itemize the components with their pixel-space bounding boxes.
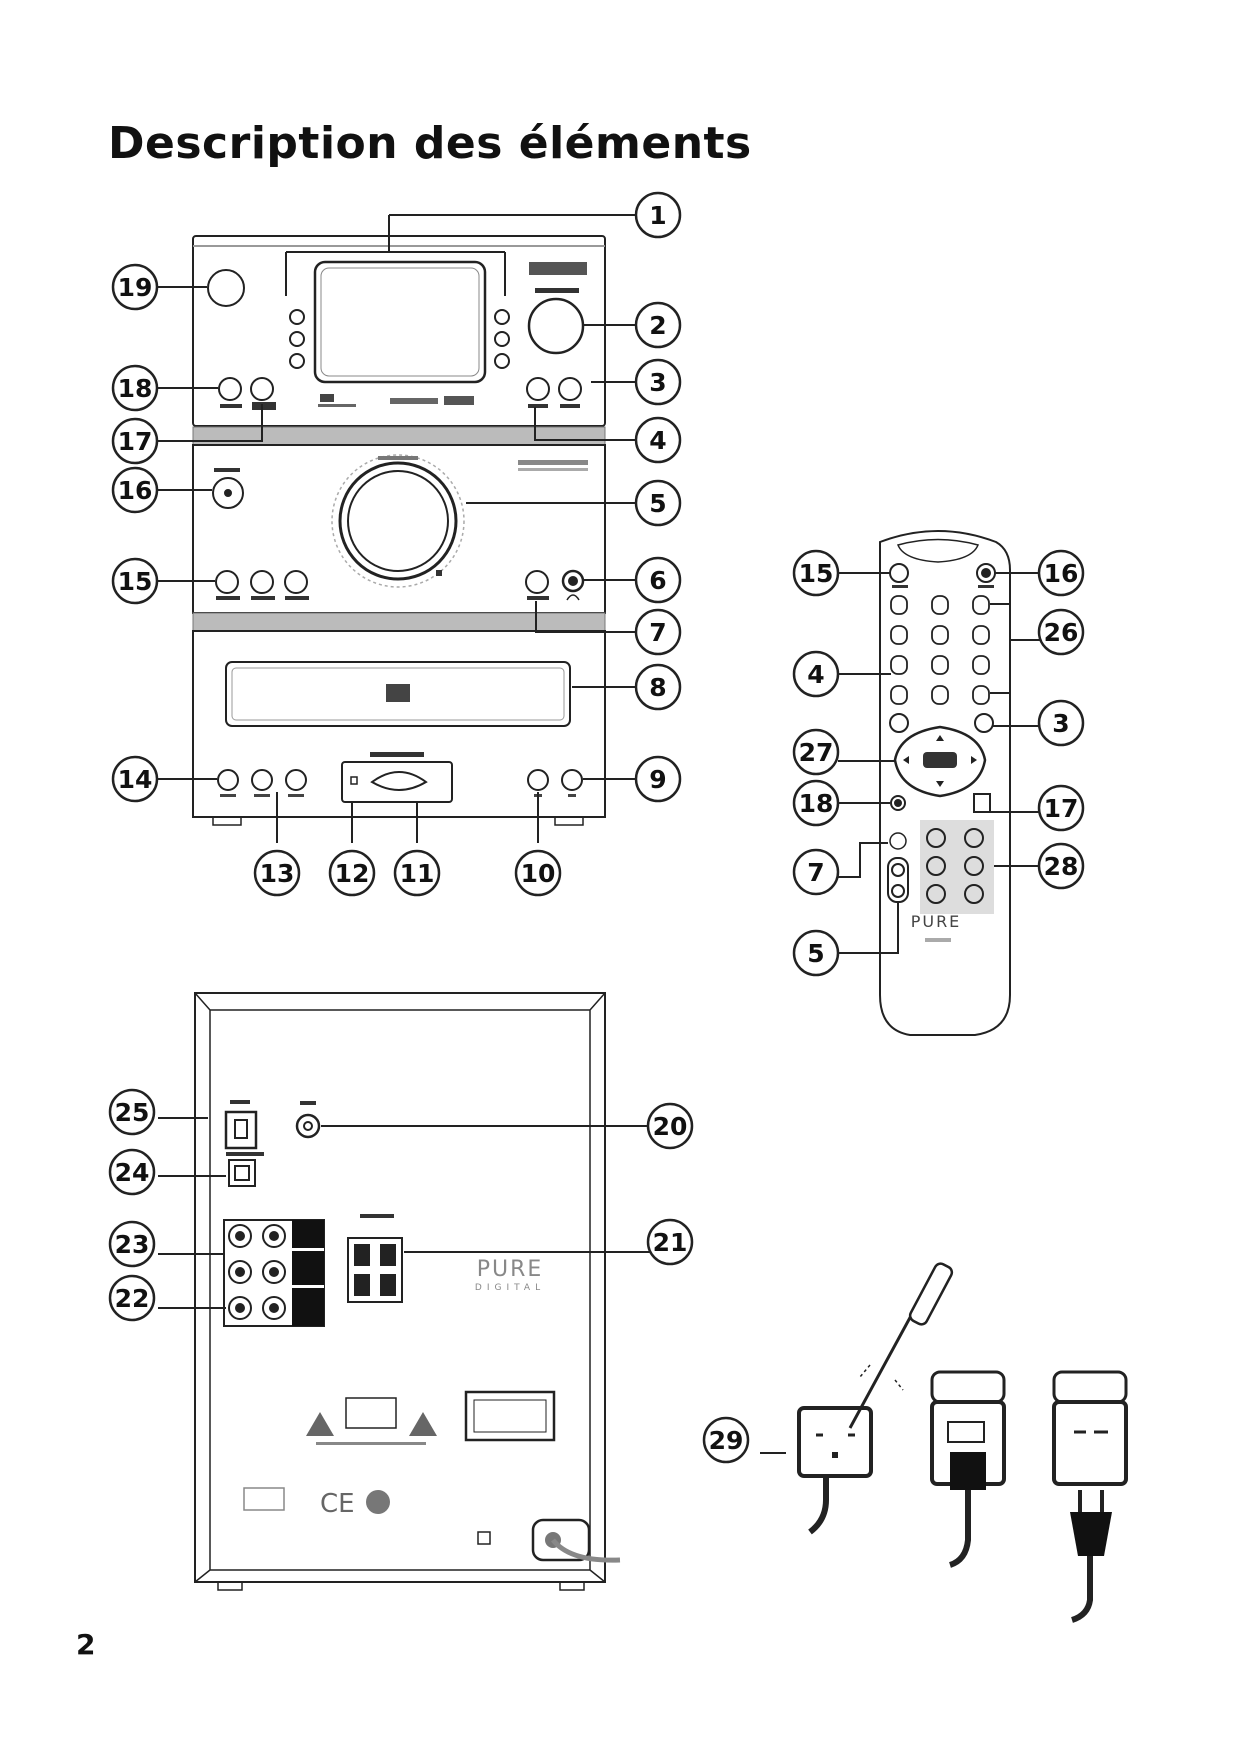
callout-front-unit-12: 12	[328, 849, 376, 897]
callout-front-unit-10: 10	[514, 849, 562, 897]
callout-remote-control-16: 16	[1037, 549, 1085, 597]
callout-number: 17	[118, 427, 153, 456]
callout-remote-control-28: 28	[1037, 842, 1085, 890]
callout-number: 3	[649, 368, 666, 397]
callout-remote-control-5: 5	[792, 929, 840, 977]
callout-number: 8	[649, 673, 666, 702]
callout-number: 6	[649, 566, 666, 595]
callout-front-unit-7: 7	[634, 608, 682, 656]
callout-remote-control-17: 17	[1037, 784, 1085, 832]
callout-front-unit-8: 8	[634, 663, 682, 711]
callout-number: 24	[115, 1158, 150, 1187]
callout-number: 3	[1052, 709, 1069, 738]
callout-number: 1	[649, 201, 666, 230]
front-leader-lines	[157, 214, 640, 843]
callout-front-unit-4: 4	[634, 416, 682, 464]
display-screen	[313, 260, 487, 384]
callout-front-unit-16: 16	[111, 466, 159, 514]
callout-remote-control-18: 18	[792, 779, 840, 827]
callout-number: 13	[260, 859, 295, 888]
rear-brand-sub-label: DIGITAL	[475, 1283, 545, 1293]
callout-number: 29	[709, 1426, 744, 1455]
callout-front-unit-2: 2	[634, 301, 682, 349]
svg-text:CE: CE	[320, 1489, 355, 1519]
callout-number: 18	[799, 789, 834, 818]
callout-number: 9	[649, 765, 666, 794]
callout-number: 7	[807, 858, 824, 887]
callout-number: 17	[1044, 794, 1079, 823]
callout-number: 16	[118, 476, 153, 505]
callout-rear-panel-23: 23	[108, 1220, 156, 1268]
callout-rear-panel-24: 24	[108, 1148, 156, 1196]
callout-front-unit-1: 1	[634, 191, 682, 239]
callout-number: 23	[115, 1230, 150, 1259]
usb-port	[224, 1110, 258, 1150]
callout-front-unit-14: 14	[111, 755, 159, 803]
callout-front-unit-17: 17	[111, 417, 159, 465]
volume-knob	[338, 461, 458, 581]
callout-front-unit-13: 13	[253, 849, 301, 897]
callout-number: 11	[400, 859, 435, 888]
callout-number: 4	[649, 426, 666, 455]
rear-leader-lines	[158, 1117, 650, 1309]
callout-remote-control-15: 15	[792, 549, 840, 597]
callout-front-unit-9: 9	[634, 755, 682, 803]
callout-front-unit-6: 6	[634, 556, 682, 604]
callout-number: 25	[115, 1098, 150, 1127]
power-plugs-diagram	[760, 1262, 1128, 1623]
card-reader	[341, 761, 453, 803]
callout-front-unit-19: 19	[111, 263, 159, 311]
page-title: Description des éléments	[108, 118, 752, 169]
callout-number: 16	[1044, 559, 1079, 588]
callout-rear-panel-20: 20	[646, 1102, 694, 1150]
antenna-socket	[295, 1113, 321, 1139]
callout-number: 15	[118, 567, 153, 596]
callout-number: 20	[653, 1112, 688, 1141]
remote-control-diagram	[879, 530, 1011, 1036]
callout-remote-control-7: 7	[792, 848, 840, 896]
callout-number: 28	[1044, 852, 1079, 881]
callout-number: 14	[118, 765, 153, 794]
rear-panel-diagram: CE	[194, 992, 621, 1591]
callout-number: 15	[799, 559, 834, 588]
callout-remote-control-27: 27	[792, 728, 840, 776]
remote-leader-lines	[838, 572, 1040, 954]
page-number: 2	[76, 1628, 96, 1661]
callout-number: 22	[115, 1284, 150, 1313]
callout-front-unit-5: 5	[634, 479, 682, 527]
callout-front-unit-15: 15	[111, 557, 159, 605]
callout-number: 5	[649, 489, 666, 518]
callout-number: 26	[1044, 618, 1079, 647]
callout-number: 2	[649, 311, 666, 340]
callout-rear-panel-25: 25	[108, 1088, 156, 1136]
callout-front-unit-3: 3	[634, 358, 682, 406]
callout-number: 21	[653, 1228, 688, 1257]
callout-number: 19	[118, 273, 153, 302]
callout-front-unit-11: 11	[393, 849, 441, 897]
callout-number: 10	[521, 859, 556, 888]
callout-number: 27	[799, 738, 834, 767]
callout-remote-control-26: 26	[1037, 608, 1085, 656]
callout-number: 5	[807, 939, 824, 968]
callout-number: 7	[649, 618, 666, 647]
callout-power-plugs-29: 29	[702, 1416, 750, 1464]
callout-remote-control-3: 3	[1037, 699, 1085, 747]
callout-front-unit-18: 18	[111, 364, 159, 412]
remote-brand-label: PURE	[911, 912, 962, 931]
callout-rear-panel-22: 22	[108, 1274, 156, 1322]
select-knob	[527, 297, 585, 355]
callout-number: 4	[807, 660, 824, 689]
callout-rear-panel-21: 21	[646, 1218, 694, 1266]
front-unit-diagram	[192, 235, 606, 826]
rear-brand-label: PURE	[477, 1257, 544, 1282]
callout-remote-control-4: 4	[792, 650, 840, 698]
ir-sensor	[207, 269, 245, 307]
callout-number: 12	[335, 859, 370, 888]
callout-number: 18	[118, 374, 153, 403]
cd-slot	[225, 661, 571, 727]
